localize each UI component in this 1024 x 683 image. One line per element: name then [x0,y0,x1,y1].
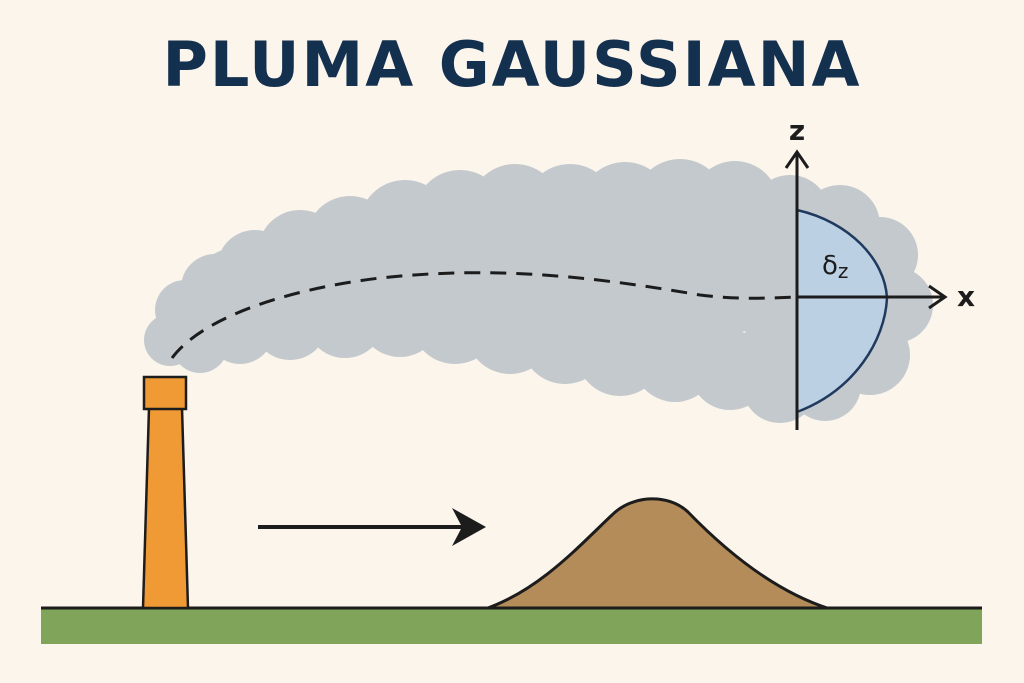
chimney-stack [141,406,190,610]
x-axis-label: x [957,280,975,313]
chimney-cap [142,375,188,411]
sigma-z-subscript: z [838,259,849,283]
arrow-right-icon [928,284,948,310]
sigma-z-symbol: δ [822,251,838,281]
plume-centerline [170,271,798,359]
ground [41,608,982,644]
smoke-plume [144,159,933,423]
arrow-right-icon [452,508,486,546]
wind-arrow [258,508,486,546]
sigma-z-label: δz [822,251,848,283]
z-axis-label: z [789,114,805,147]
chimney [141,375,190,610]
arrow-up-icon [784,149,810,169]
hill [483,497,832,611]
diagram-title: PLUMA GAUSSIANA [162,28,862,101]
